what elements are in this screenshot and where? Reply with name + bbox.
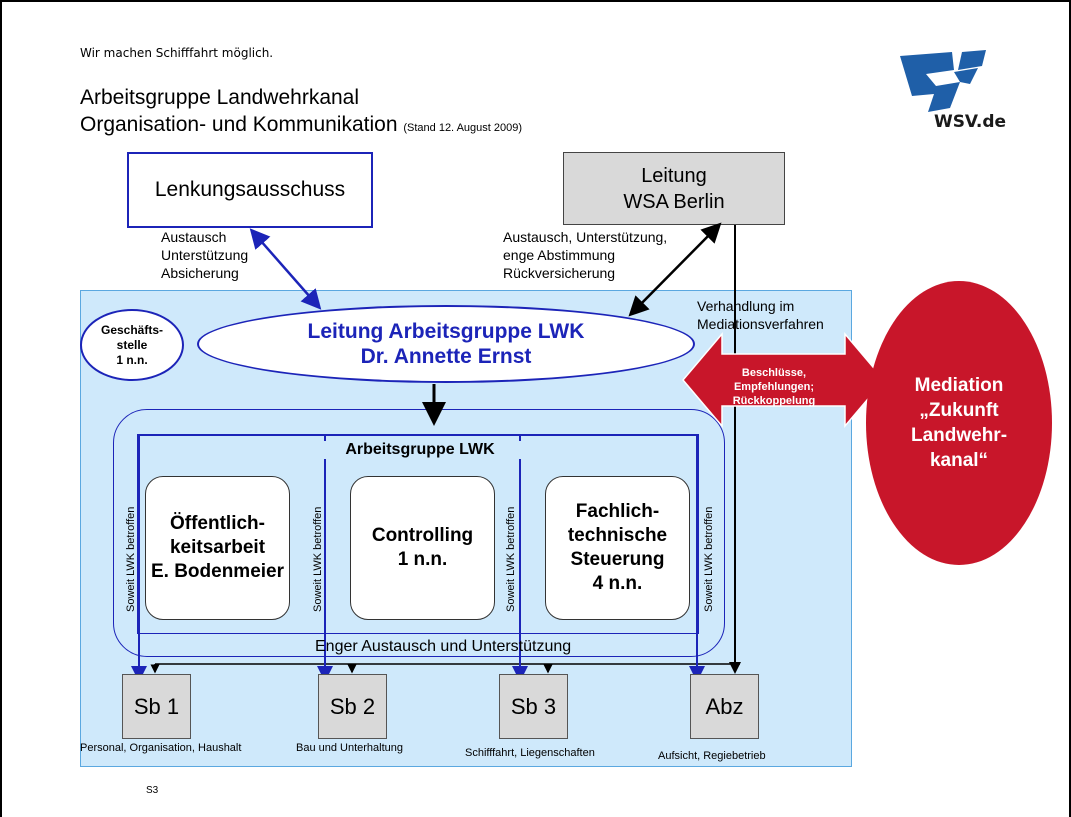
fachtechnisch-line: Steuerung xyxy=(570,549,665,570)
unit-sb1-caption: Personal, Organisation, Haushalt xyxy=(80,742,242,754)
subtitle-text: Organisation- und Kommunikation xyxy=(80,113,398,136)
leitung-wsa-box: Leitung WSA Berlin xyxy=(563,152,785,225)
unit-sb3-caption: Schifffahrt, Liegenschaften xyxy=(465,747,595,759)
edge-label-left-line: Unterstützung xyxy=(161,247,249,263)
edge-label-mid-line: Rückversicherung xyxy=(503,265,616,281)
logo-text: WSV.de xyxy=(933,112,1007,132)
geschaeftsstelle-line: Geschäfts- xyxy=(100,322,164,337)
frame-top-border xyxy=(0,0,1071,2)
edge-label-left-line: Absicherung xyxy=(161,265,239,281)
leitung-wsa-line2: WSA Berlin xyxy=(623,190,725,213)
lenkungsausschuss-box: Lenkungsausschuss xyxy=(127,152,373,228)
controlling-box: Controlling 1 n.n. xyxy=(350,476,495,620)
soweit-label-4: Soweit LWK betroffen xyxy=(703,506,715,612)
edge-label-left-line: Austausch xyxy=(161,229,227,245)
geschaeftsstelle-node: Geschäfts- stelle 1 n.n. xyxy=(80,309,184,381)
slide-id: S3 xyxy=(146,785,159,796)
arbeitsgruppe-title: Arbeitsgruppe LWK xyxy=(290,441,550,459)
unit-abz: Abz xyxy=(690,674,759,739)
edge-label-mid: Austausch, Unterstützung, enge Abstimmun… xyxy=(503,228,667,282)
unit-sb2: Sb 2 xyxy=(318,674,387,739)
fachtechnisch-line: technische xyxy=(567,525,668,546)
unit-sb2-caption: Bau und Unterhaltung xyxy=(296,742,404,754)
date-note: (Stand 12. August 2009) xyxy=(403,122,523,134)
controlling-line: Controlling xyxy=(371,525,474,546)
wsv-logo-icon xyxy=(900,50,986,112)
unit-sb3: Sb 3 xyxy=(499,674,568,739)
edge-label-left: Austausch Unterstützung Absicherung xyxy=(161,228,248,282)
oeffentlichkeitsarbeit-box: Öffentlich- keitsarbeit E. Bodenmeier xyxy=(145,476,290,620)
unit-sb1: Sb 1 xyxy=(122,674,191,739)
soweit-label-2: Soweit LWK betroffen xyxy=(312,506,324,612)
oeffentlichkeit-line: Öffentlich- xyxy=(169,513,265,534)
oeffentlichkeit-line: keitsarbeit xyxy=(169,537,266,558)
fachtechnisch-line: 4 n.n. xyxy=(592,573,643,594)
leitung-ag-line2: Dr. Annette Ernst xyxy=(360,345,532,368)
mediation-line: Landwehr- xyxy=(910,425,1008,446)
enger-austausch-label: Enger Austausch und Unterstützung xyxy=(315,638,572,655)
edge-wsa-leitung xyxy=(628,222,722,317)
verhandlung-line: Mediationsverfahren xyxy=(697,316,824,332)
page-title: Arbeitsgruppe Landwehrkanal xyxy=(80,86,360,109)
mediation-line: Mediation xyxy=(914,375,1004,396)
beschluesse-label: Beschlüsse, Empfehlungen; Rückkoppelung xyxy=(700,366,848,408)
beschluesse-line: Beschlüsse, xyxy=(741,367,807,379)
edge-label-mid-line: enge Abstimmung xyxy=(503,247,616,263)
geschaeftsstelle-line: stelle xyxy=(116,337,148,352)
leitung-wsa-line1: Leitung xyxy=(641,164,707,187)
arbeitsgruppe-outer-container xyxy=(113,409,725,657)
soweit-label-1: Soweit LWK betroffen xyxy=(125,506,137,612)
leitung-ag-line1: Leitung Arbeitsgruppe LWK xyxy=(307,320,585,343)
controlling-line: 1 n.n. xyxy=(397,549,448,570)
edge-label-mid-line: Austausch, Unterstützung, xyxy=(503,229,668,245)
geschaeftsstelle-line: 1 n.n. xyxy=(116,352,148,367)
oeffentlichkeit-line: E. Bodenmeier xyxy=(150,561,285,582)
mediation-node: Mediation „Zukunft Landwehr- kanal“ xyxy=(866,281,1052,565)
arbeitsgruppe-inner-frame xyxy=(137,434,699,634)
page-subtitle: Organisation- und Kommunikation (Stand 1… xyxy=(80,113,522,137)
beschluesse-line: Rückkoppelung xyxy=(732,395,816,407)
fachtechnisch-line: Fachlich- xyxy=(575,501,660,522)
frame-right-border xyxy=(1069,0,1071,817)
mediation-line: kanal“ xyxy=(929,450,989,471)
tagline: Wir machen Schifffahrt möglich. xyxy=(80,46,274,60)
unit-abz-caption: Aufsicht, Regiebetrieb xyxy=(658,750,766,762)
wsv-logo: WSV.de xyxy=(890,48,1050,148)
fachtechnische-steuerung-box: Fachlich- technische Steuerung 4 n.n. xyxy=(545,476,690,620)
mediation-line: „Zukunft xyxy=(919,400,999,421)
edge-lenkung-leitung xyxy=(249,228,322,310)
beschluesse-line: Empfehlungen; xyxy=(733,381,815,393)
leitung-arbeitsgruppe-node: Leitung Arbeitsgruppe LWK Dr. Annette Er… xyxy=(197,305,695,383)
soweit-label-3: Soweit LWK betroffen xyxy=(505,506,517,612)
frame-left-border xyxy=(0,0,2,817)
